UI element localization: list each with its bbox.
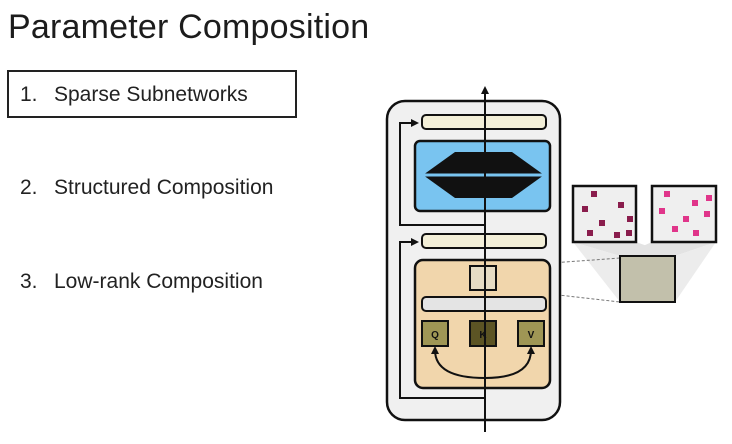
residual-arrow-top xyxy=(399,119,485,226)
zoomed-adapter-square xyxy=(619,255,676,303)
highlight-box xyxy=(7,70,297,118)
list-item-low-rank-composition: 3. Low-rank Composition xyxy=(20,270,263,294)
q-label: Q xyxy=(431,330,439,341)
residual-arrow-bottom xyxy=(399,238,485,399)
adapter-square xyxy=(469,265,497,291)
list-item-structured-composition: 2. Structured Composition xyxy=(20,176,273,200)
sparse-matrix-left xyxy=(571,184,638,244)
q-box xyxy=(421,320,449,347)
v-box xyxy=(517,320,545,347)
k-box xyxy=(469,320,497,347)
list-item-sparse-subnetworks: 1. Sparse Subnetworks xyxy=(20,83,248,107)
list-item-label: Sparse Subnetworks xyxy=(54,83,248,106)
v-label: V xyxy=(528,330,535,341)
attention-curve-arrow-q xyxy=(431,346,486,379)
list-item-number: 2. xyxy=(20,176,38,199)
list-item-label: Low-rank Composition xyxy=(54,270,263,293)
list-item-number: 3. xyxy=(20,270,38,293)
slide-title: Parameter Composition xyxy=(8,8,370,46)
k-label: K xyxy=(479,330,487,341)
attention-curve-arrow-v xyxy=(484,346,535,379)
list-item-number: 1. xyxy=(20,83,38,106)
sparse-matrix-right xyxy=(650,184,718,244)
list-item-label: Structured Composition xyxy=(54,176,274,199)
